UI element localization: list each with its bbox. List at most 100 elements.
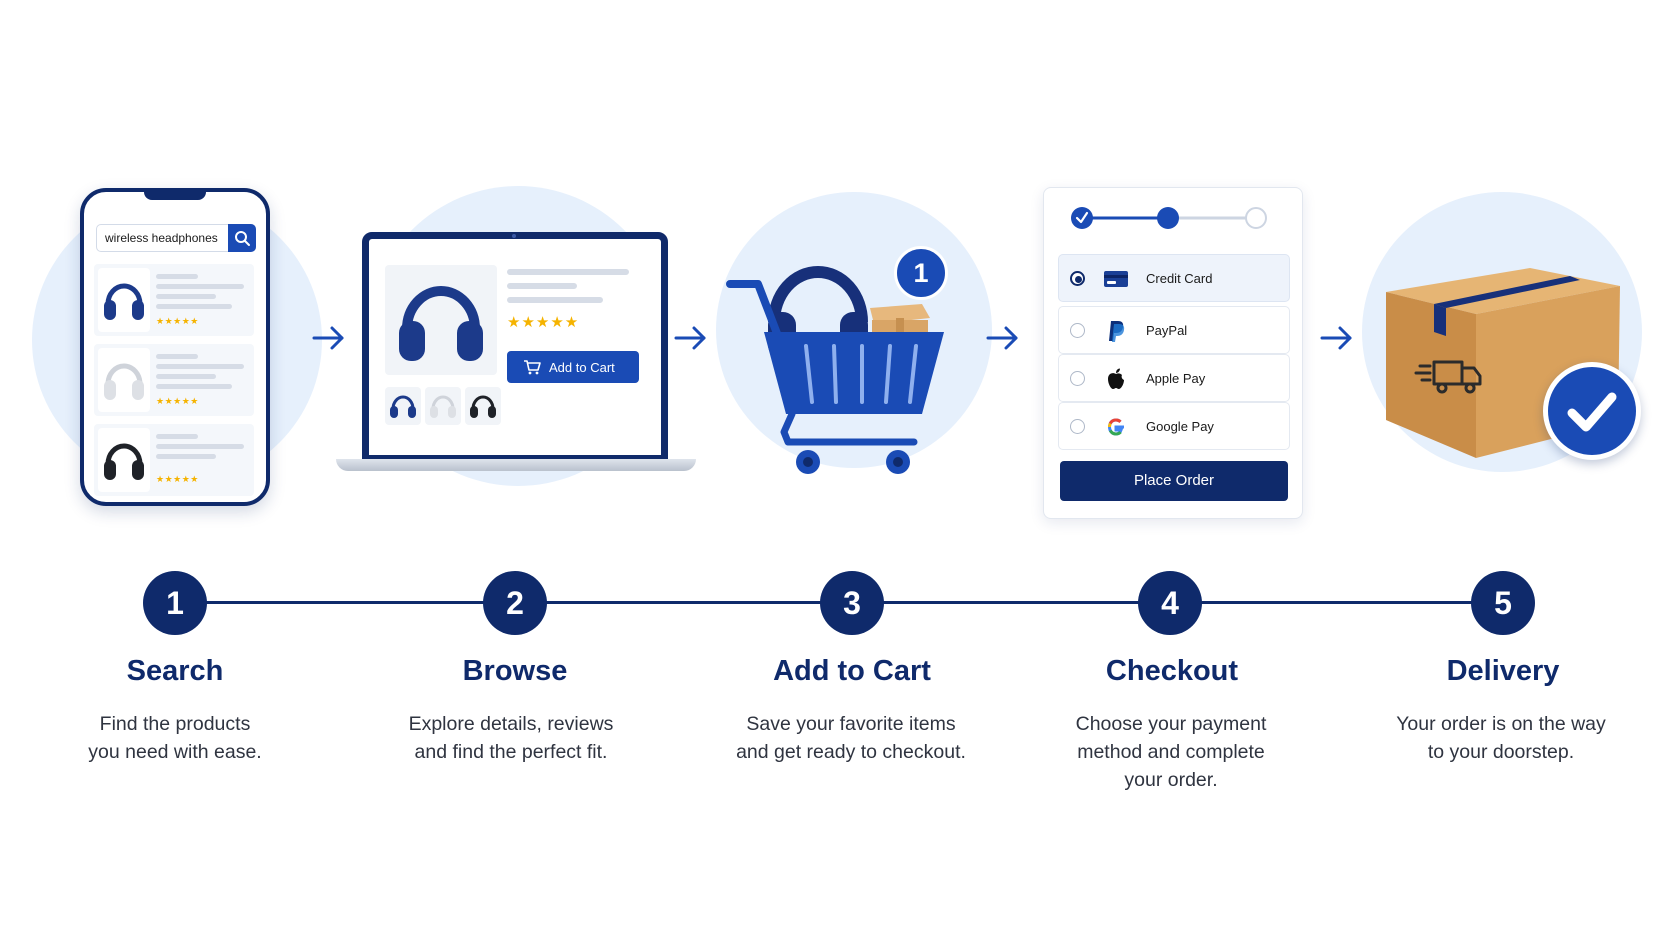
step-number-badge: 4 — [1138, 571, 1202, 635]
product-thumbnail[interactable] — [385, 387, 421, 425]
apple-icon — [1108, 368, 1124, 389]
search-input[interactable]: wireless headphones — [96, 224, 256, 252]
headphones-icon — [390, 395, 416, 418]
arrow-right-icon — [312, 326, 344, 350]
checkout-progress-stepper — [1071, 207, 1267, 229]
step-description-line: you need with ease. — [88, 741, 262, 763]
cart-icon — [524, 360, 541, 375]
product-thumbnail — [98, 348, 150, 412]
payment-option-paypal[interactable]: PayPal — [1058, 306, 1290, 354]
step-description: Your order is on the way to your doorste… — [1351, 710, 1651, 766]
product-text-placeholder — [156, 294, 216, 299]
headphones-icon — [104, 443, 144, 480]
product-list-item[interactable]: ★★★★★ — [94, 344, 254, 416]
headphones-icon — [470, 395, 496, 418]
step-description: Explore details, reviews and find the pe… — [361, 710, 661, 766]
product-list-item[interactable]: ★★★★★ — [94, 264, 254, 336]
search-input-value: wireless headphones — [105, 231, 218, 245]
product-text-placeholder — [156, 374, 216, 379]
step-description-line: your order. — [1124, 769, 1218, 791]
product-title-placeholder — [507, 269, 629, 275]
product-rating: ★★★★★ — [156, 316, 199, 326]
product-text-placeholder — [507, 283, 577, 289]
product-text-placeholder — [156, 384, 232, 389]
product-rating: ★★★★★ — [507, 314, 580, 331]
step-description-line: Explore details, reviews — [408, 713, 614, 735]
step-description-line: Save your favorite items — [746, 713, 956, 735]
arrow-right-icon — [986, 326, 1018, 350]
step-description-line: Your order is on the way — [1396, 713, 1606, 735]
product-text-placeholder — [507, 297, 603, 303]
headphones-icon — [399, 286, 483, 361]
laptop-mockup: ★★★★★ Add to Cart — [362, 232, 668, 462]
laptop-camera — [512, 234, 516, 238]
product-title-placeholder — [156, 434, 198, 439]
payment-radio[interactable] — [1070, 271, 1085, 286]
payment-option-label: PayPal — [1146, 323, 1188, 338]
step-number-badge: 1 — [143, 571, 207, 635]
step-number-badge: 5 — [1471, 571, 1535, 635]
phone-notch — [144, 190, 206, 200]
step-description-line: and get ready to checkout. — [736, 741, 966, 763]
product-main-image — [385, 265, 497, 375]
credit-card-icon — [1104, 271, 1128, 287]
step-description-line: Choose your payment — [1075, 713, 1267, 735]
product-thumbnail[interactable] — [465, 387, 501, 425]
headphones-icon — [104, 363, 144, 400]
arrow-right-icon — [674, 326, 706, 350]
step-number-badge: 3 — [820, 571, 884, 635]
product-text-placeholder — [156, 304, 232, 309]
product-thumbnail[interactable] — [425, 387, 461, 425]
laptop-base — [336, 459, 696, 471]
headphones-icon — [104, 283, 144, 320]
payment-option-label: Google Pay — [1146, 419, 1214, 434]
step-title: Delivery — [1446, 655, 1560, 687]
product-rating: ★★★★★ — [156, 396, 199, 406]
headphones-icon — [430, 395, 456, 418]
delivered-check-badge — [1543, 362, 1641, 460]
search-icon — [235, 231, 250, 246]
product-text-placeholder — [156, 284, 244, 289]
payment-option-label: Apple Pay — [1146, 371, 1206, 386]
product-list-item[interactable]: ★★★★★ — [94, 424, 254, 496]
step-title: Search — [126, 655, 224, 687]
payment-option-google-pay[interactable]: Google Pay — [1058, 402, 1290, 450]
step-description: Choose your payment method and complete … — [1021, 710, 1321, 794]
arrow-right-icon — [1320, 326, 1352, 350]
product-title-placeholder — [156, 274, 198, 279]
payment-option-apple-pay[interactable]: Apple Pay — [1058, 354, 1290, 402]
payment-radio[interactable] — [1070, 323, 1085, 338]
product-text-placeholder — [156, 454, 216, 459]
step-title: Browse — [462, 655, 568, 687]
product-thumbnail — [98, 428, 150, 492]
add-to-cart-label: Add to Cart — [549, 360, 615, 375]
payment-radio[interactable] — [1070, 371, 1085, 386]
google-icon — [1107, 418, 1124, 436]
product-text-placeholder — [156, 444, 244, 449]
paypal-icon — [1109, 321, 1125, 342]
step-description-line: method and complete — [1077, 741, 1265, 763]
step-description: Find the products you need with ease. — [25, 710, 325, 766]
phone-mockup: wireless headphones ★★★★★ — [80, 188, 270, 506]
payment-radio[interactable] — [1070, 419, 1085, 434]
payment-option-credit-card[interactable]: Credit Card — [1058, 254, 1290, 302]
shopping-cart-icon — [726, 266, 944, 474]
step-number-badge: 2 — [483, 571, 547, 635]
cart-count: 1 — [913, 258, 929, 288]
add-to-cart-button[interactable]: Add to Cart — [507, 351, 639, 383]
payment-option-label: Credit Card — [1146, 271, 1213, 286]
search-button[interactable] — [228, 224, 256, 252]
product-thumbnail — [98, 268, 150, 332]
step-description-line: and find the perfect fit. — [414, 741, 608, 763]
place-order-button[interactable]: Place Order — [1060, 461, 1288, 501]
step-title: Checkout — [1105, 655, 1239, 687]
cart-count-badge: 1 — [894, 246, 948, 300]
step-description-line: to your doorstep. — [1427, 741, 1575, 763]
step-description-line: Find the products — [99, 713, 251, 735]
checkout-card: Credit Card PayPal Apple Pay Google Pay … — [1043, 187, 1303, 519]
step-description: Save your favorite items and get ready t… — [701, 710, 1001, 766]
checkmark-icon — [1567, 392, 1617, 432]
product-title-placeholder — [156, 354, 198, 359]
step-title: Add to Cart — [773, 655, 931, 687]
product-text-placeholder — [156, 364, 244, 369]
